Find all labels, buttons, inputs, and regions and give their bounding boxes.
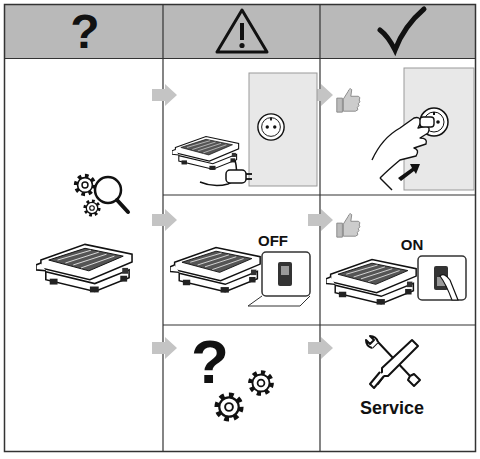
hand-with-plug [372, 117, 434, 190]
header-question-mark: ? [70, 8, 99, 56]
wall [249, 73, 317, 186]
warning-symbol [217, 10, 267, 52]
check-symbol [380, 9, 424, 50]
service-label: Service [360, 399, 424, 417]
push-arrow [398, 164, 420, 181]
service-tools [366, 336, 420, 388]
switch-state: OFF [258, 233, 288, 248]
switch-inset [418, 256, 466, 300]
table-border [5, 5, 476, 452]
appliance [172, 137, 239, 170]
plug [226, 170, 252, 183]
unknown-cause-mark: ? [191, 331, 229, 393]
appliance [36, 244, 132, 292]
thumbs-up [337, 214, 360, 237]
appliance [170, 248, 260, 293]
switch-inset [248, 252, 310, 306]
table-grid [5, 5, 476, 452]
wall-socket [258, 114, 284, 140]
thumbs-up [337, 89, 360, 112]
header-band [5, 5, 476, 59]
switch-state: ON [401, 237, 424, 252]
diagnose-icon [76, 176, 128, 215]
appliance [326, 260, 416, 305]
